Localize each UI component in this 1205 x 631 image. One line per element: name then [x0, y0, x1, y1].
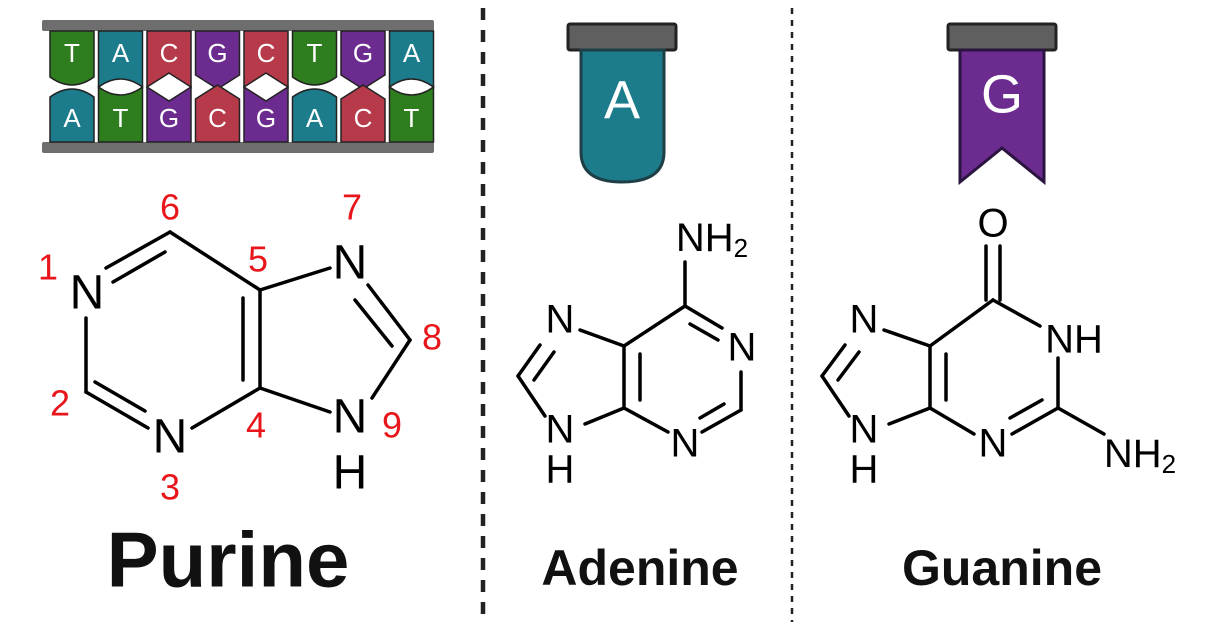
- dna-base-label: G: [159, 103, 179, 133]
- position-number-5: 5: [248, 239, 268, 280]
- dna-base-label: T: [64, 38, 80, 68]
- dna-base-top-c: C: [146, 30, 192, 89]
- dna-base-bottom-t: T: [388, 85, 435, 143]
- guanine-atom-h9: H: [850, 448, 879, 492]
- purine-atom-n7: N: [333, 237, 368, 290]
- position-number-1: 1: [38, 247, 58, 288]
- dna-base-label: C: [354, 103, 373, 133]
- guanine-atom-nh1: NH: [1045, 318, 1103, 362]
- adenine-atom-n7: N: [546, 298, 575, 342]
- position-number-4: 4: [246, 405, 266, 446]
- position-number-7: 7: [342, 187, 362, 228]
- dna-base-bottom-c: C: [194, 84, 241, 143]
- position-number-9: 9: [382, 405, 402, 446]
- adenine-atom-h9: H: [546, 448, 575, 492]
- adenine-atom-n1: N: [728, 326, 757, 370]
- dna-base-top-g: G: [194, 30, 241, 90]
- dna-base-top-g: G: [340, 30, 386, 90]
- dna-base-label: T: [307, 38, 323, 68]
- dna-base-top-a: A: [388, 30, 435, 89]
- dna-base-label: C: [208, 103, 227, 133]
- guanine-atom-n7: N: [850, 298, 879, 342]
- guanine-amino-group: NH2: [1104, 432, 1176, 479]
- guanine-title: Guanine: [902, 540, 1102, 596]
- dna-base-label: C: [257, 38, 276, 68]
- dna-base-label: A: [112, 38, 130, 68]
- dna-base-top-t: T: [49, 30, 95, 86]
- guanine-atom-o: O: [977, 202, 1008, 246]
- dna-base-label: G: [207, 38, 227, 68]
- guanine-atom-n3: N: [979, 422, 1008, 466]
- adenine-atom-n9: N: [546, 408, 575, 452]
- dna-base-label: G: [353, 38, 373, 68]
- purine-position-numbers: 1 2 3 4 5 6 7 8 9: [38, 187, 442, 508]
- purine-atom-n3: N: [153, 411, 188, 464]
- adenine-title: Adenine: [541, 540, 738, 596]
- purine-title: Purine: [107, 516, 350, 604]
- dna-base-bottom-g: G: [243, 85, 289, 143]
- dna-base-label: C: [160, 38, 179, 68]
- dna-base-bottom-c: C: [340, 84, 386, 143]
- purine-atom-h9: H: [333, 447, 368, 500]
- guanine-tag: G: [946, 22, 1058, 186]
- dna-base-label: A: [403, 38, 421, 68]
- dna-base-bottom-t: T: [97, 85, 144, 143]
- position-number-8: 8: [422, 317, 442, 358]
- dna-base-top-t: T: [291, 30, 338, 86]
- position-number-2: 2: [50, 383, 70, 424]
- dna-base-top-c: C: [243, 30, 289, 89]
- dna-base-label: G: [256, 103, 276, 133]
- dna-backbone-top: [42, 20, 434, 31]
- dna-base-label: A: [63, 103, 81, 133]
- dna-base-bottom-a: A: [49, 88, 95, 143]
- dna-base-label: T: [404, 103, 420, 133]
- position-number-3: 3: [160, 467, 180, 508]
- purine-atom-n9: N: [333, 391, 368, 444]
- dna-base-label: A: [306, 103, 324, 133]
- purine-structure: N N N N H 1 2 3 4 5 6 7 8 9 Purine: [38, 187, 442, 604]
- adenine-tag: A: [566, 22, 678, 184]
- adenine-amino-group: NH2: [676, 216, 748, 263]
- dna-base-bottom-g: G: [146, 85, 192, 143]
- adenine-tag-letter: A: [604, 70, 640, 130]
- dna-base-top-a: A: [97, 30, 144, 89]
- dna-base-label: T: [113, 103, 129, 133]
- adenine-panel: A NH2 N N N N H Adenine: [516, 22, 757, 596]
- dna-backbone-bottom: [42, 142, 434, 153]
- guanine-tag-letter: G: [981, 64, 1023, 124]
- dna-base-bottom-a: A: [291, 88, 338, 143]
- purine-atom-n1: N: [70, 267, 105, 320]
- guanine-atom-n9: N: [850, 408, 879, 452]
- adenine-atom-n3: N: [671, 422, 700, 466]
- position-number-6: 6: [160, 187, 180, 228]
- guanine-panel: G O N NH N N H NH2 Guanine: [820, 22, 1176, 596]
